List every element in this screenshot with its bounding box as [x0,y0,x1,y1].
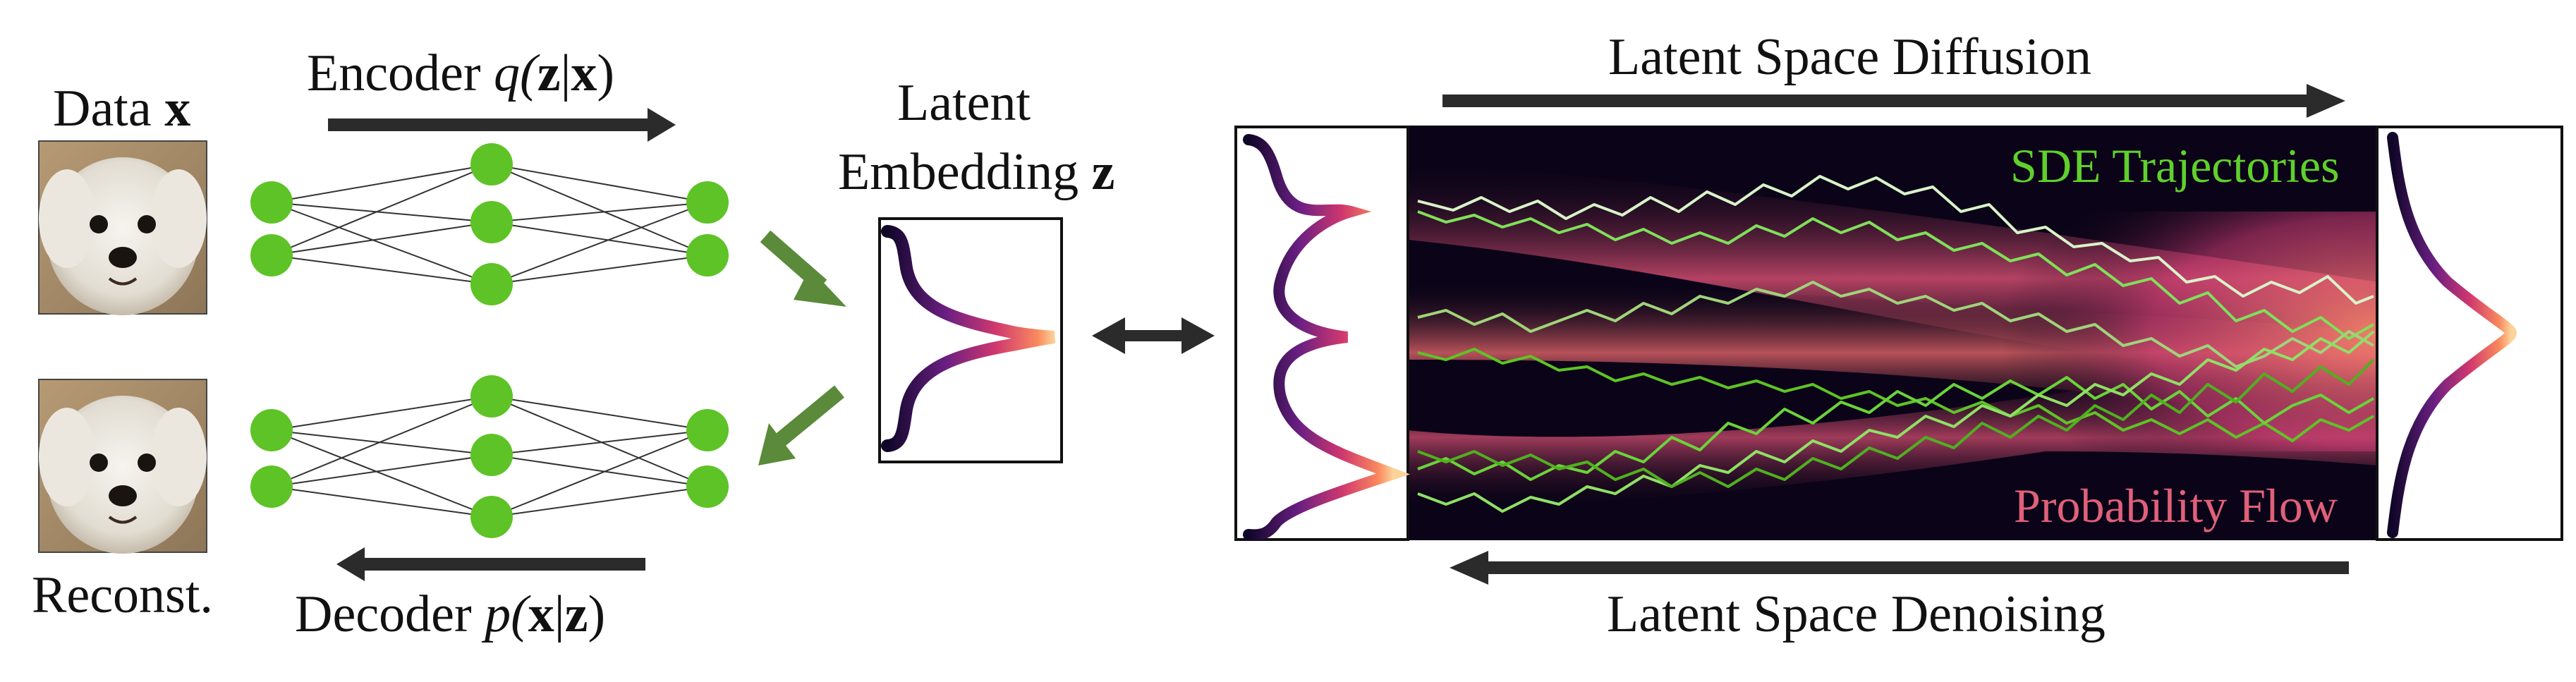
bidirectional-arrow [1092,317,1215,354]
reconst-label: Reconst. [32,566,213,624]
decoder-network-edges [271,396,708,518]
multimodal-distribution-curve [1243,134,1411,541]
diffusion-arrowhead [2307,84,2345,118]
gaussian-curve [2387,132,2517,538]
latent-label-line2: Embedding z [838,143,1115,201]
latent-label-line1: Latent [897,74,1031,132]
decoder-arrowhead [336,547,365,581]
flow-label: Probability Flow [2014,479,2338,532]
diffusion-label: Latent Space Diffusion [1608,28,2091,86]
sde-trajectories [1417,175,2375,513]
denoising-arrowhead [1450,551,1488,585]
dog-photo-icon [38,379,207,554]
encoder-network-nodes [250,143,729,305]
latent-to-decode-arrow [758,385,844,465]
encoder-label: Encoder q(z|x) [307,44,614,102]
diffusion-panel [1407,126,2377,540]
encoder-arrowhead [648,108,676,142]
latent-distribution-curve [881,225,1056,452]
encode-to-latent-arrow [760,230,846,307]
data-label: Data x [53,80,190,138]
encoder-network-edges [271,164,708,285]
decoder-network-nodes [250,375,729,538]
decoder-label: Decoder p(x|z) [295,585,605,643]
denoising-label: Latent Space Denoising [1607,585,2106,643]
sde-label: SDE Trajectories [2010,139,2340,193]
dog-photo-icon [38,140,207,315]
